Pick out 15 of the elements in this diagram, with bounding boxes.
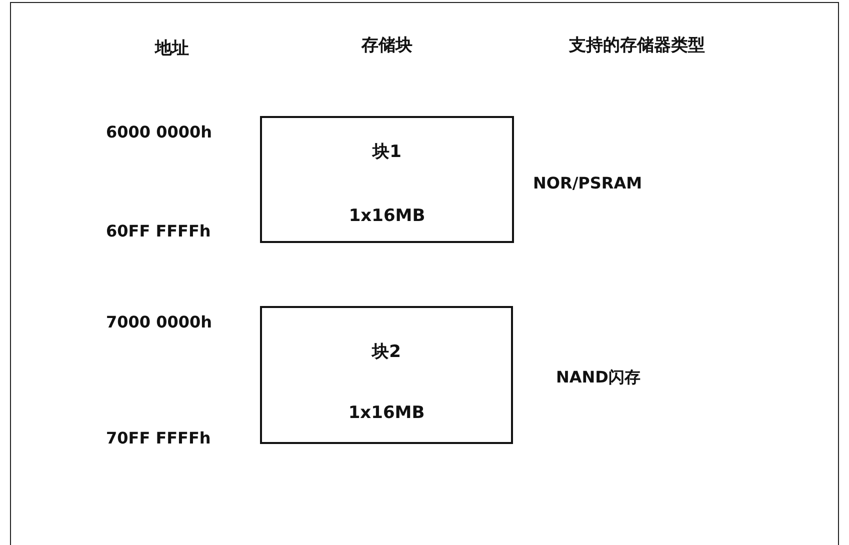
address-label: NOR/PSRAM	[533, 174, 642, 192]
block-name: 块2	[370, 341, 402, 363]
column-header: 存储块	[362, 34, 412, 56]
block-size: 1x16MB	[348, 206, 426, 226]
column-header: 地址	[155, 38, 189, 60]
memory-block-box	[260, 116, 514, 243]
column-header: 支持的存储器类型	[569, 34, 705, 56]
address-label: 6000 0000h	[106, 122, 212, 142]
block-size: 1x16MB	[347, 403, 426, 423]
address-label: 7000 0000h	[106, 312, 212, 332]
block-name: 块1	[370, 141, 402, 163]
memory-block-box	[260, 306, 513, 444]
address-label: NAND闪存	[556, 368, 640, 388]
address-label: 70FF FFFFh	[106, 428, 211, 448]
address-label: 60FF FFFFh	[106, 222, 211, 240]
